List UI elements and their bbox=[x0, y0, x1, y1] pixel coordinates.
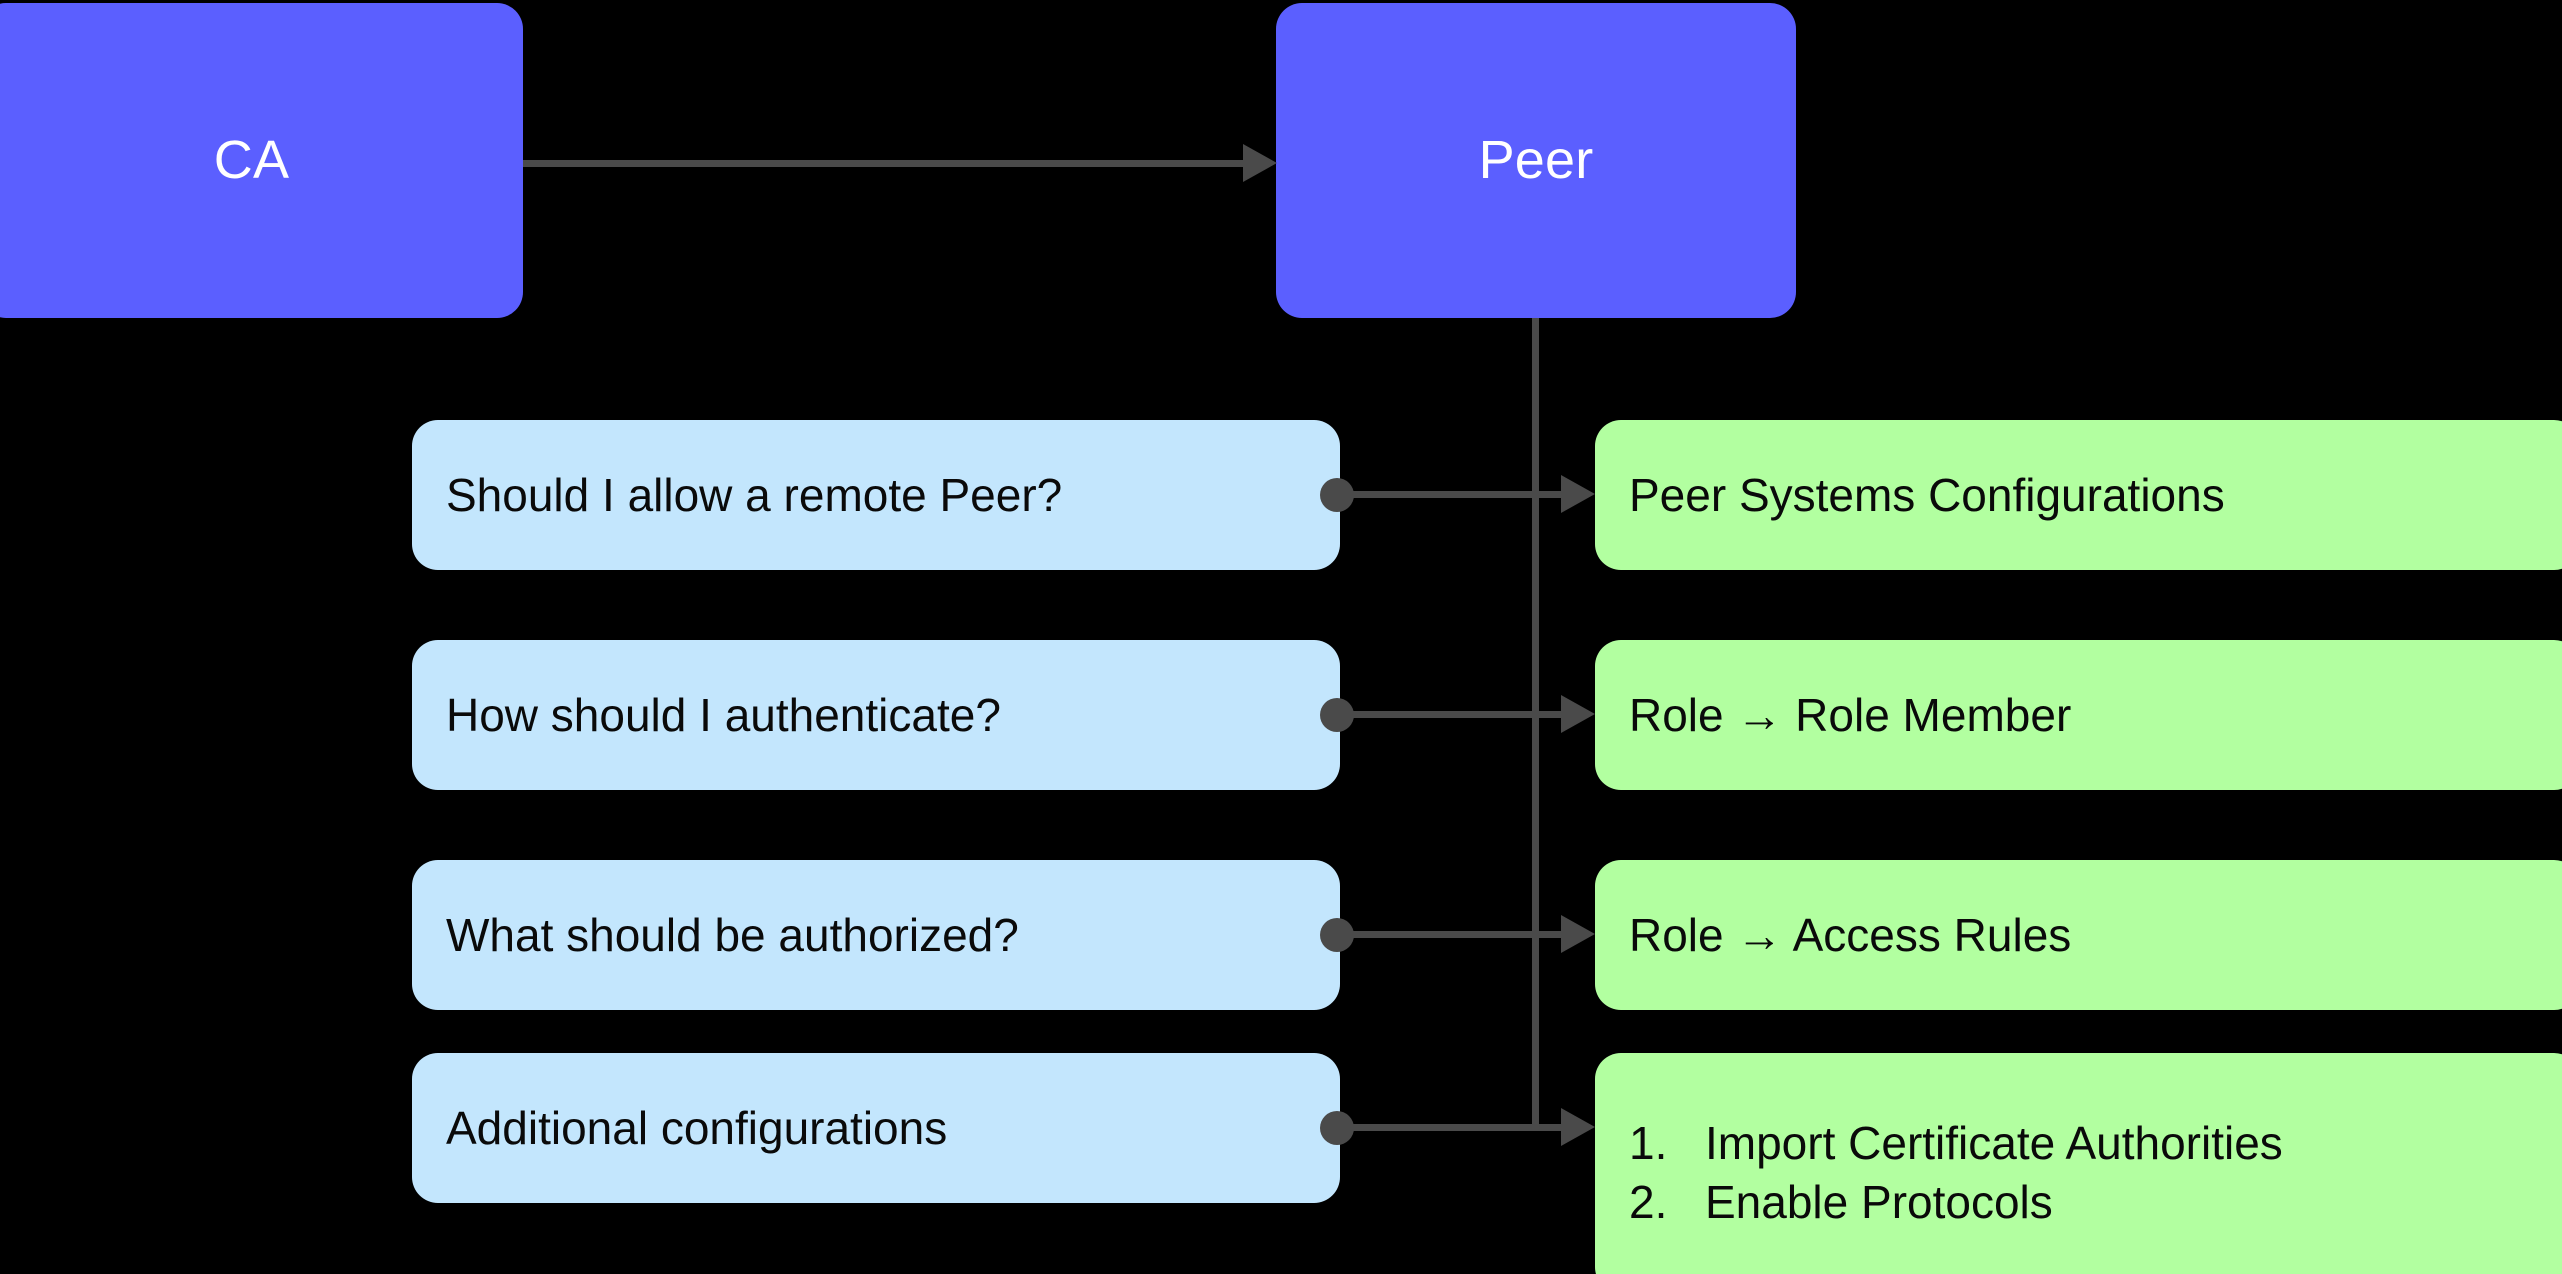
answer-list-item-text: Enable Protocols bbox=[1705, 1176, 2053, 1228]
edge-row-4 bbox=[1337, 1124, 1563, 1131]
answer-list-item: 2. Enable Protocols bbox=[1629, 1173, 2283, 1232]
answer-ordered-list-4: 1. Import Certificate Authorities 2. Ena… bbox=[1595, 1114, 2283, 1232]
edge-row-2 bbox=[1337, 711, 1563, 718]
question-label-2: How should I authenticate? bbox=[446, 688, 1001, 741]
arrowhead-row-1-icon bbox=[1561, 475, 1595, 513]
answer-box-4[interactable]: 1. Import Certificate Authorities 2. Ena… bbox=[1595, 1053, 2562, 1274]
question-label-1: Should I allow a remote Peer? bbox=[446, 468, 1063, 521]
answer-label-3: Role → Access Rules bbox=[1629, 908, 2072, 961]
question-box-4[interactable]: Additional configurations bbox=[412, 1053, 1340, 1203]
node-peer[interactable]: Peer bbox=[1276, 3, 1796, 318]
edge-row-1 bbox=[1337, 491, 1563, 498]
edge-peer-trunk bbox=[1532, 318, 1539, 1131]
answer-label-1: Peer Systems Configurations bbox=[1629, 468, 2225, 521]
node-ca[interactable]: CA bbox=[0, 3, 523, 318]
question-label-3: What should be authorized? bbox=[446, 908, 1019, 961]
arrowhead-ca-to-peer-icon bbox=[1243, 144, 1277, 182]
edge-row-3 bbox=[1337, 931, 1563, 938]
question-label-4: Additional configurations bbox=[446, 1101, 948, 1154]
answer-list-item-text: Import Certificate Authorities bbox=[1705, 1117, 2283, 1170]
answer-label-2: Role → Role Member bbox=[1629, 688, 2072, 741]
answer-list-item-number: 2. bbox=[1629, 1176, 1668, 1228]
question-box-3[interactable]: What should be authorized? bbox=[412, 860, 1340, 1010]
answer-box-1[interactable]: Peer Systems Configurations bbox=[1595, 420, 2562, 570]
node-ca-label: CA bbox=[213, 129, 290, 190]
answer-list-item: 1. Import Certificate Authorities bbox=[1629, 1114, 2283, 1173]
answer-box-2[interactable]: Role → Role Member bbox=[1595, 640, 2562, 790]
question-box-2[interactable]: How should I authenticate? bbox=[412, 640, 1340, 790]
edge-ca-to-peer bbox=[523, 160, 1243, 167]
arrowhead-row-4-icon bbox=[1561, 1108, 1595, 1146]
answer-box-3[interactable]: Role → Access Rules bbox=[1595, 860, 2562, 1010]
arrowhead-row-3-icon bbox=[1561, 915, 1595, 953]
answer-list-item-number: 1. bbox=[1629, 1117, 1668, 1170]
node-peer-label: Peer bbox=[1478, 129, 1594, 190]
arrowhead-row-2-icon bbox=[1561, 695, 1595, 733]
question-box-1[interactable]: Should I allow a remote Peer? bbox=[412, 420, 1340, 570]
